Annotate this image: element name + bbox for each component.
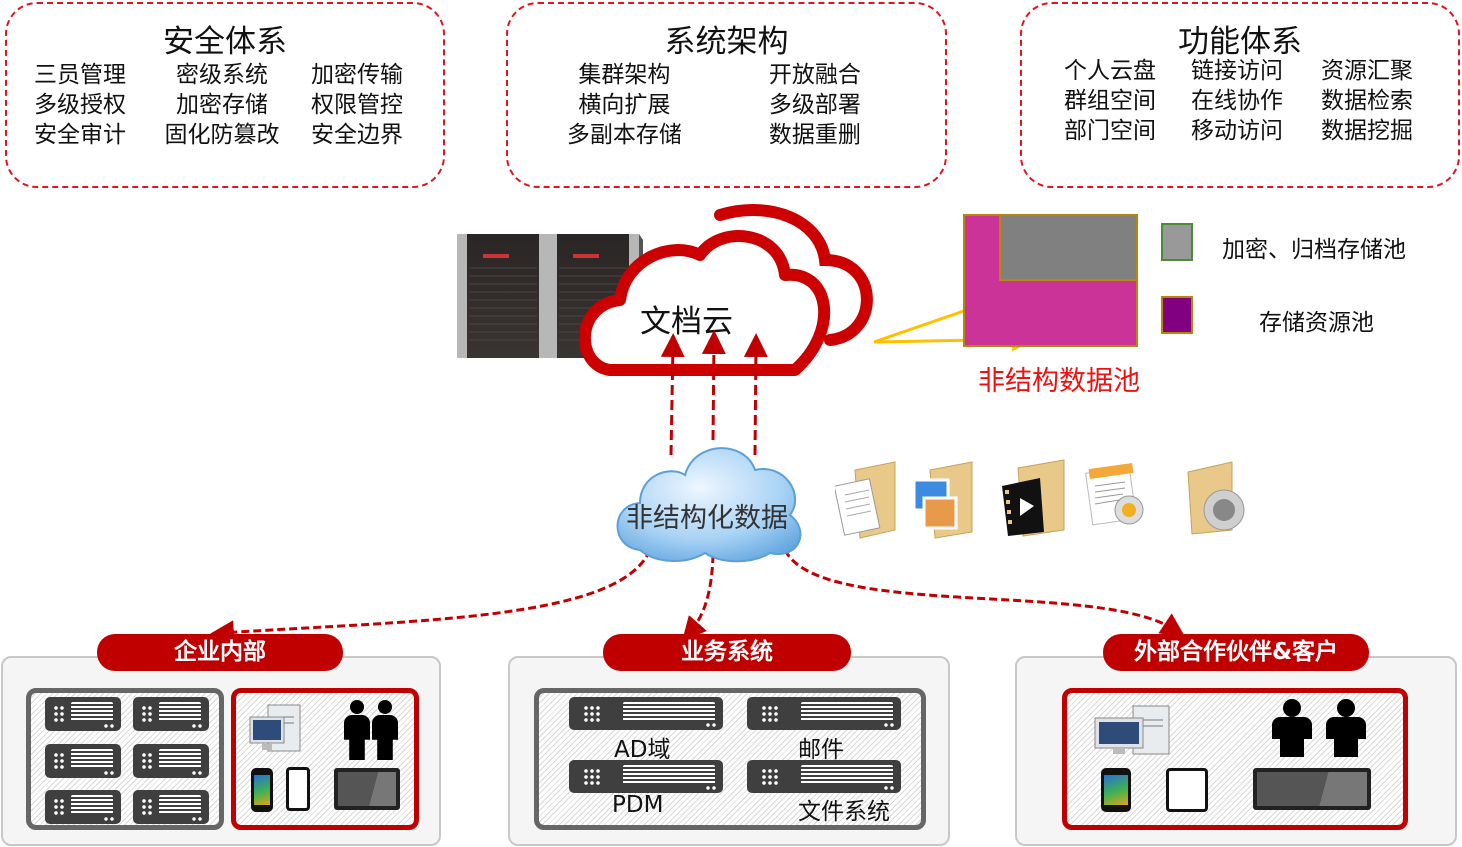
distribution-arrow	[682, 554, 715, 642]
functions-panel-title: 功能体系	[1178, 24, 1302, 60]
server-icon-ad	[569, 697, 723, 730]
tablet-outline-icon	[1166, 768, 1208, 812]
smartphone-icon	[1101, 768, 1131, 812]
legend-swatch-resource	[1161, 296, 1193, 334]
desktop-computer-icon	[249, 704, 301, 752]
widescreen-display-icon	[1253, 768, 1371, 810]
document-folder-icon	[835, 461, 896, 539]
doc-cloud-icon	[580, 204, 873, 376]
legend-swatch-archive	[1161, 223, 1193, 261]
security-item: 固化防篡改	[164, 122, 280, 148]
architecture-item: 多级部署	[768, 92, 861, 118]
security-item: 加密传输	[311, 62, 403, 88]
distribution-arrow	[783, 549, 1185, 637]
external-group-title[interactable]: 外部合作伙伴&客户	[1103, 634, 1369, 671]
architecture-panel-title: 系统架构	[664, 24, 789, 60]
security-item: 安全边界	[311, 122, 403, 148]
pool-caption: 非结构数据池	[978, 366, 1140, 397]
legend-label-archive: 加密、归档存储池	[1222, 237, 1406, 263]
server-label-filesystem: 文件系统	[798, 799, 890, 825]
security-item: 密级系统	[176, 62, 268, 88]
functions-panel: 功能体系 个人云盘 群组空间 部门空间 链接访问 在线协作 移动访问 资源汇聚 …	[1020, 2, 1460, 188]
function-item: 移动访问	[1191, 118, 1283, 144]
architecture-item: 多副本存储	[566, 122, 682, 148]
server-icon	[45, 790, 121, 824]
video-folder-icon	[1002, 459, 1065, 537]
architecture-item: 集群架构	[578, 62, 671, 88]
desktop-computer-icon	[1094, 705, 1170, 755]
function-item: 在线协作	[1191, 88, 1283, 114]
data-cloud-icon	[616, 447, 802, 563]
user-icon	[1272, 699, 1312, 757]
tablet-icon	[334, 768, 400, 810]
server-icon	[133, 697, 209, 731]
server-label-mail: 邮件	[798, 737, 844, 763]
user-icon	[372, 700, 398, 760]
architecture-item: 数据重删	[768, 122, 861, 148]
security-panel: 安全体系 三员管理 多级授权 安全审计 密级系统 加密存储 固化防篡改 加密传输…	[5, 2, 445, 188]
server-icon-mail	[747, 697, 901, 730]
security-item: 安全审计	[34, 122, 126, 148]
image-folder-icon	[912, 461, 973, 539]
audio-folder-icon	[1187, 461, 1245, 535]
security-item: 权限管控	[311, 92, 403, 118]
architecture-item: 横向扩展	[578, 92, 671, 118]
archive-storage-pool	[999, 214, 1138, 281]
security-panel-title: 安全体系	[163, 24, 287, 60]
mobile-device-icon	[286, 767, 310, 811]
distribution-arrow	[210, 549, 652, 645]
security-item: 加密存储	[176, 92, 268, 118]
architecture-panel: 系统架构 集群架构 横向扩展 多副本存储 开放融合 多级部署 数据重删	[506, 2, 947, 188]
smartphone-icon	[251, 768, 273, 812]
server-label-pdm: PDM	[612, 792, 664, 818]
function-item: 群组空间	[1064, 88, 1156, 114]
doc-cloud-label: 文档云	[640, 304, 733, 340]
security-item: 多级授权	[34, 92, 126, 118]
server-icon-filesystem	[747, 760, 901, 793]
business-group-title[interactable]: 业务系统	[603, 634, 851, 671]
server-icon	[45, 744, 121, 778]
security-item: 三员管理	[34, 62, 126, 88]
text-file-icon	[1085, 462, 1144, 526]
server-label-ad: AD域	[614, 737, 671, 763]
function-item: 链接访问	[1191, 58, 1283, 84]
internal-group-title[interactable]: 企业内部	[97, 634, 343, 671]
user-icon	[344, 700, 370, 760]
server-icon	[45, 697, 121, 731]
server-icon	[133, 790, 209, 824]
function-item: 资源汇聚	[1321, 58, 1413, 84]
user-icon	[1326, 699, 1366, 757]
server-icon	[133, 744, 209, 778]
function-item: 个人云盘	[1064, 58, 1156, 84]
legend-label-resource: 存储资源池	[1259, 310, 1374, 336]
data-cloud-label: 非结构化数据	[626, 503, 788, 534]
architecture-item: 开放融合	[768, 62, 861, 88]
function-item: 数据挖掘	[1321, 118, 1413, 144]
function-item: 部门空间	[1064, 118, 1156, 144]
server-icon-pdm	[569, 760, 723, 793]
function-item: 数据检索	[1321, 88, 1413, 114]
